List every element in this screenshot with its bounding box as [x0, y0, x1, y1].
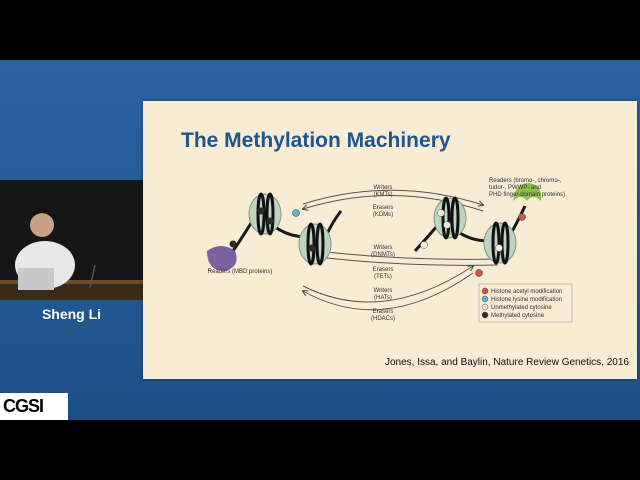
speaker-video-frame — [0, 180, 143, 300]
legend-label: Histone lysine modification — [491, 297, 562, 303]
erasers-hdacs-label: Erasers — [373, 309, 394, 315]
arrows — [303, 189, 498, 311]
legend-swatch — [481, 287, 489, 295]
legend-swatch — [481, 303, 489, 311]
readers-mbd-label: Readers (MBD proteins) — [208, 269, 273, 275]
bromo-reader-protein — [513, 183, 542, 201]
readers-bromo-label: Readers (bromo-, chromo-, — [489, 178, 562, 184]
speaker-video — [0, 180, 143, 300]
methylation-diagram: Writers (KMTs) Erasers (KDMs) Writers (D… — [207, 178, 573, 323]
writers-kmts-label: Writers — [374, 185, 393, 191]
readers-bromo-label-line3: PHD finger-domain proteins) — [489, 192, 565, 198]
nucleosome — [248, 192, 282, 236]
writers-dnmts-label: Writers — [374, 245, 393, 251]
writers-dnmts-sublabel: (DNMTs) — [371, 252, 395, 258]
citation: Jones, Issa, and Baylin, Nature Review G… — [384, 357, 629, 368]
cgsi-logo: CGSI — [0, 393, 68, 420]
writers-hats-label: Writers — [374, 288, 393, 294]
laptop — [18, 268, 54, 290]
erasers-hdacs-sublabel: (HDACs) — [371, 316, 395, 322]
readers-bromo-label-line2: tudor-, PWWP- and — [489, 185, 541, 191]
nucleosome — [483, 221, 517, 265]
writers-kmts-sublabel: (KMTs) — [374, 192, 393, 198]
legend-label: Histone acetyl modification — [491, 289, 562, 295]
speaker-name: Sheng Li — [41, 306, 102, 322]
slide-title: The Methylation Machinery — [181, 129, 451, 152]
mbd-reader-protein — [207, 246, 237, 271]
writers-hats-sublabel: (HATs) — [374, 295, 392, 301]
legend-label: Methylated cytosine — [491, 313, 545, 319]
legend-swatch — [481, 295, 489, 303]
erasers-kdms-label: Erasers — [373, 205, 394, 211]
nucleosome — [433, 196, 467, 240]
erasers-tets-sublabel: (TETs) — [374, 274, 392, 280]
legend-label: Unmethylated cytosine — [491, 305, 552, 311]
erasers-kdms-sublabel: (KDMs) — [373, 212, 393, 218]
nucleosome — [298, 222, 332, 266]
erasers-tets-label: Erasers — [373, 267, 394, 273]
legend-swatch — [481, 311, 489, 319]
presentation-slide: The Methylation Machinery — [143, 101, 637, 379]
